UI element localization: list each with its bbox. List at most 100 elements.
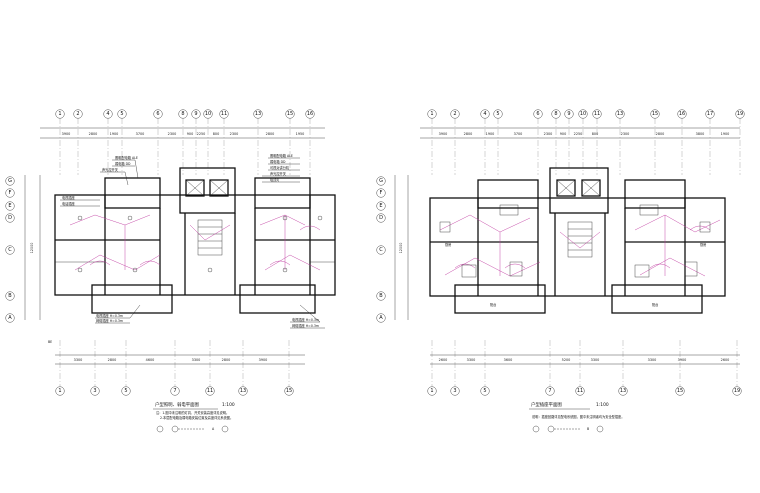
left-side-axis-bubble: [5, 213, 15, 223]
left-bottom-axis-label: 7: [173, 388, 176, 394]
right-side-axis-bubble: [376, 313, 386, 323]
right-top-axis-label: 13: [617, 111, 623, 117]
right-top-axis-label: 16: [679, 111, 685, 117]
svg-text:2800: 2800: [108, 358, 117, 362]
svg-text:2800: 2800: [464, 132, 473, 136]
left-plan-note2: 2.本层配电箱及弱电箱安装位置及高度详见系统图。: [160, 415, 233, 420]
left-bottom-axis-label: 13: [240, 388, 246, 394]
left-side-axis-label: C: [8, 247, 12, 253]
svg-text:电话插座: 电话插座: [62, 201, 76, 206]
right-bottom-axis-label: 15: [677, 388, 683, 394]
left-top-axis-label: 6: [156, 111, 159, 117]
left-top-axis-label: 11: [221, 111, 227, 117]
svg-text:12000: 12000: [399, 243, 403, 254]
left-bottom-axis-label: 5: [124, 388, 127, 394]
right-side-axis-bubble: [376, 291, 386, 301]
right-top-axis-label: 17: [707, 111, 713, 117]
right-top-axis-label: 8: [554, 111, 557, 117]
left-side-axis-label: B: [8, 293, 12, 299]
right-floor-plan: 3900 2800 1900 3700 2300 900 2250 800 23…: [376, 109, 745, 433]
left-bottom-axis-label: 11: [207, 388, 213, 394]
svg-text:2300: 2300: [544, 132, 553, 136]
right-top-axis-label: 15: [652, 111, 658, 117]
svg-text:5200: 5200: [562, 358, 571, 362]
svg-text:900: 900: [187, 132, 193, 136]
left-bottom-axis-label: 1: [58, 388, 61, 394]
svg-text:电视插座 H=0.3m: 电视插座 H=0.3m: [96, 313, 123, 318]
right-bottom-axis-label: 3: [453, 388, 456, 394]
right-side-axis-label: B: [379, 293, 383, 299]
left-top-axis-label: 10: [205, 111, 211, 117]
svg-text:阳台: 阳台: [652, 302, 658, 307]
svg-text:2300: 2300: [230, 132, 239, 136]
svg-text:3300: 3300: [74, 358, 83, 362]
left-top-axis-label: 16: [307, 111, 313, 117]
svg-text:网络插座 H=0.3m: 网络插座 H=0.3m: [96, 318, 123, 323]
svg-text:声光控开关: 声光控开关: [270, 171, 287, 176]
svg-text:800: 800: [592, 132, 598, 136]
right-top-axis-label: 11: [594, 111, 600, 117]
right-bottom-axis-label: 7: [548, 388, 551, 394]
right-top-axis-label: 9: [567, 111, 570, 117]
left-bottom-axis-label: 3: [93, 388, 96, 394]
svg-text:3300: 3300: [591, 358, 600, 362]
right-bottom-axis-label: 1: [430, 388, 433, 394]
svg-text:吸顶灯: 吸顶灯: [270, 177, 280, 182]
left-side-axis-bubble: [5, 176, 15, 186]
left-side-axis-label: G: [8, 178, 12, 184]
svg-text:3700: 3700: [514, 132, 523, 136]
right-plan-scale: 1:100: [596, 402, 609, 408]
left-side-axis-bubble: [5, 245, 15, 255]
svg-text:声光控开关: 声光控开关: [102, 167, 119, 172]
right-bottom-axis-bubble: [675, 386, 685, 396]
svg-text:3900: 3900: [678, 358, 687, 362]
svg-text:厨房: 厨房: [445, 242, 451, 247]
left-plan-note1: 注：1.图中未注明的灯具、开关安装高度详见说明。: [156, 410, 229, 415]
svg-text:BE: BE: [48, 340, 52, 344]
right-side-axis-bubble: [376, 176, 386, 186]
left-top-axis-label: 2: [76, 111, 79, 117]
left-side-axis-label: A: [8, 315, 12, 321]
left-bottom-axis-bubble: [121, 386, 131, 396]
right-top-axis-label: 6: [536, 111, 539, 117]
svg-text:3300: 3300: [467, 358, 476, 362]
svg-text:2600: 2600: [439, 358, 448, 362]
right-side-axis-label: F: [380, 190, 383, 196]
right-bottom-axis-label: 13: [620, 388, 626, 394]
right-side-axis-bubble: [376, 245, 386, 255]
left-floor-plan: 3900 2800 1900 3700 2300 900 2250 800 23…: [5, 109, 336, 433]
left-side-axis-bubble: [5, 291, 15, 301]
right-top-axis-label: 4: [483, 111, 486, 117]
right-side-axis-label: A: [379, 315, 383, 321]
svg-text:1900: 1900: [110, 132, 119, 136]
svg-text:厨房: 厨房: [700, 242, 706, 247]
svg-text:3700: 3700: [136, 132, 145, 136]
svg-text:2800: 2800: [89, 132, 98, 136]
left-side-axis-bubble: [5, 201, 15, 211]
svg-text:3800: 3800: [696, 132, 705, 136]
right-side-axis-label: C: [379, 247, 383, 253]
svg-text:阳台: 阳台: [490, 302, 496, 307]
right-unit-tag: B: [587, 427, 589, 431]
svg-text:照明配电箱 ALE: 照明配电箱 ALE: [270, 153, 293, 158]
left-side-axis-label: D: [8, 215, 12, 221]
left-bottom-axis-bubble: [284, 386, 294, 396]
left-bottom-axis-bubble: [90, 386, 100, 396]
right-side-axis-label: E: [379, 203, 382, 209]
svg-text:3900: 3900: [62, 132, 71, 136]
svg-text:可视对讲分机: 可视对讲分机: [270, 165, 290, 170]
svg-text:照明配电箱 ALE: 照明配电箱 ALE: [115, 155, 138, 160]
right-bottom-axis-label: 5: [483, 388, 486, 394]
right-top-axis-label: 2: [453, 111, 456, 117]
left-top-axis-label: 9: [194, 111, 197, 117]
right-bottom-axis-label: 19: [734, 388, 740, 394]
left-bottom-axis-bubble: [55, 386, 65, 396]
right-top-axis-label: 5: [496, 111, 499, 117]
svg-text:4600: 4600: [146, 358, 155, 362]
right-top-axis-label: 1: [430, 111, 433, 117]
svg-text:网络插座 H=0.3m: 网络插座 H=0.3m: [292, 323, 319, 328]
right-bottom-axis-bubble: [480, 386, 490, 396]
left-plan-title: 户型照明、弱电平面图: [155, 401, 200, 408]
svg-text:2800: 2800: [222, 358, 231, 362]
right-side-axis-label: G: [379, 178, 383, 184]
